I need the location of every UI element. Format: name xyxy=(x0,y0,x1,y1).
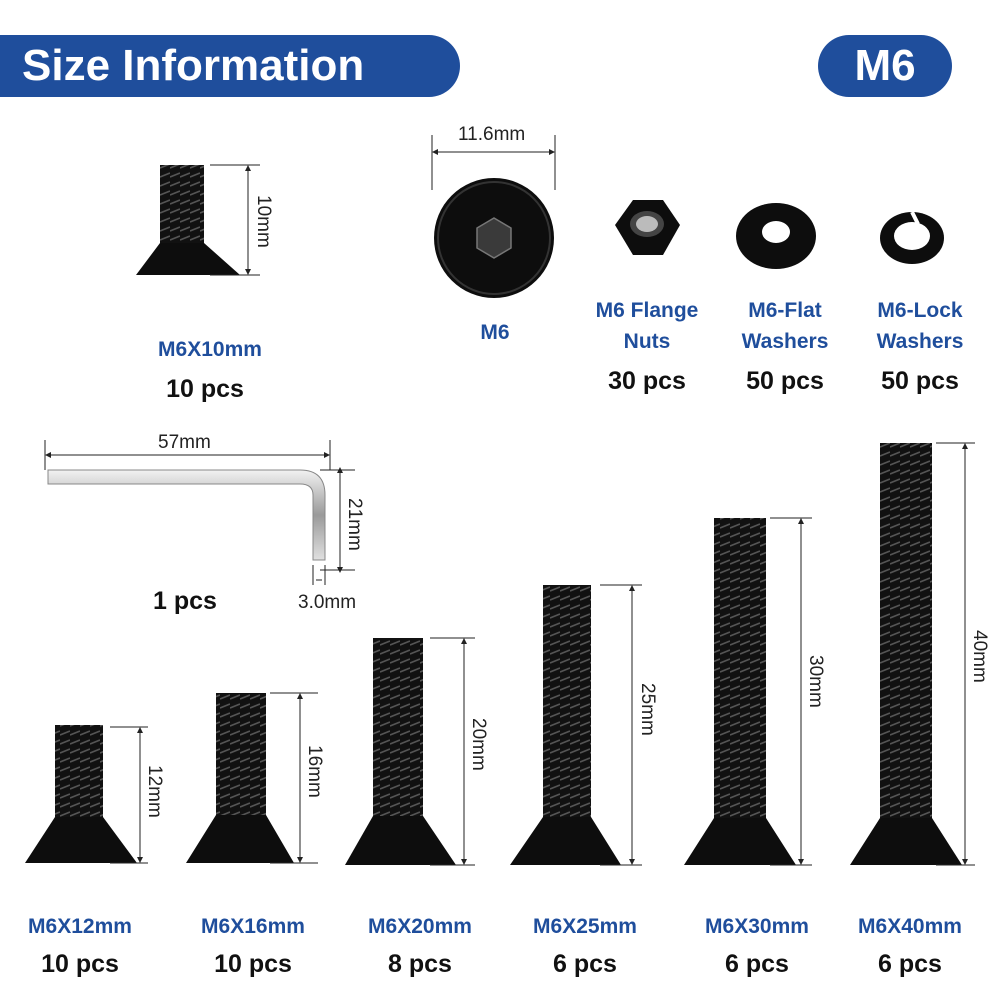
qty-m6x10: 10 pcs xyxy=(166,375,244,403)
label-m6x25: M6X25mm xyxy=(533,915,637,938)
screw-m6x40 xyxy=(850,442,975,866)
label-flat-washers-line1: M6-Flat xyxy=(748,299,822,322)
flat-washer xyxy=(736,203,816,269)
label-nuts-line2: Nuts xyxy=(623,330,671,353)
qty-flat-washers: 50 pcs xyxy=(746,367,824,395)
qty-hex-key: 1 pcs xyxy=(153,587,217,615)
screw-m6x30 xyxy=(684,517,812,866)
screw-m6x10 xyxy=(136,164,260,276)
dim-m6x30-length: 30mm xyxy=(805,655,826,708)
qty-m6x16: 10 pcs xyxy=(214,950,292,978)
page-title: Size Information xyxy=(0,35,460,97)
screw-m6x25 xyxy=(510,584,642,866)
dim-hexkey-short-leg: 21mm xyxy=(344,498,365,551)
screw-m6x20 xyxy=(345,637,475,866)
label-m6x20: M6X20mm xyxy=(368,915,472,938)
dim-head-diameter: 11.6mm xyxy=(458,124,526,145)
dim-hexkey-thickness: 3.0mm xyxy=(298,592,357,613)
label-m6x10: M6X10mm xyxy=(158,338,262,361)
label-lock-washers-line1: M6-Lock xyxy=(877,299,963,322)
screw-m6x16 xyxy=(186,692,318,864)
dim-hexkey-length: 57mm xyxy=(158,432,211,453)
label-flat-washers-line2: Washers xyxy=(741,330,829,353)
qty-m6x20: 8 pcs xyxy=(388,950,452,978)
dim-m6x16-length: 16mm xyxy=(304,745,325,798)
qty-m6x12: 10 pcs xyxy=(41,950,119,978)
label-lock-washers-line2: Washers xyxy=(876,330,964,353)
qty-lock-washers: 50 pcs xyxy=(881,367,959,395)
size-badge: M6 xyxy=(818,35,952,97)
label-m6x30: M6X30mm xyxy=(705,915,809,938)
dim-m6x12-length: 12mm xyxy=(144,765,165,818)
dim-m6x10-length: 10mm xyxy=(253,195,274,248)
qty-m6x30: 6 pcs xyxy=(725,950,789,978)
qty-m6x40: 6 pcs xyxy=(878,950,942,978)
screw-m6x12 xyxy=(25,725,148,864)
label-m6x16: M6X16mm xyxy=(201,915,305,938)
label-m6x12: M6X12mm xyxy=(28,915,132,938)
dim-m6x20-length: 20mm xyxy=(468,718,489,771)
screw-head-top-view xyxy=(431,135,556,298)
label-head-m6: M6 xyxy=(480,321,510,344)
label-nuts-line1: M6 Flange xyxy=(595,299,699,322)
flange-nut xyxy=(615,200,680,255)
label-m6x40: M6X40mm xyxy=(858,915,962,938)
hex-key xyxy=(44,440,355,585)
lock-washer xyxy=(880,211,944,264)
dim-m6x25-length: 25mm xyxy=(637,683,658,736)
qty-nuts: 30 pcs xyxy=(608,367,686,395)
qty-m6x25: 6 pcs xyxy=(553,950,617,978)
dim-m6x40-length: 40mm xyxy=(969,630,990,683)
